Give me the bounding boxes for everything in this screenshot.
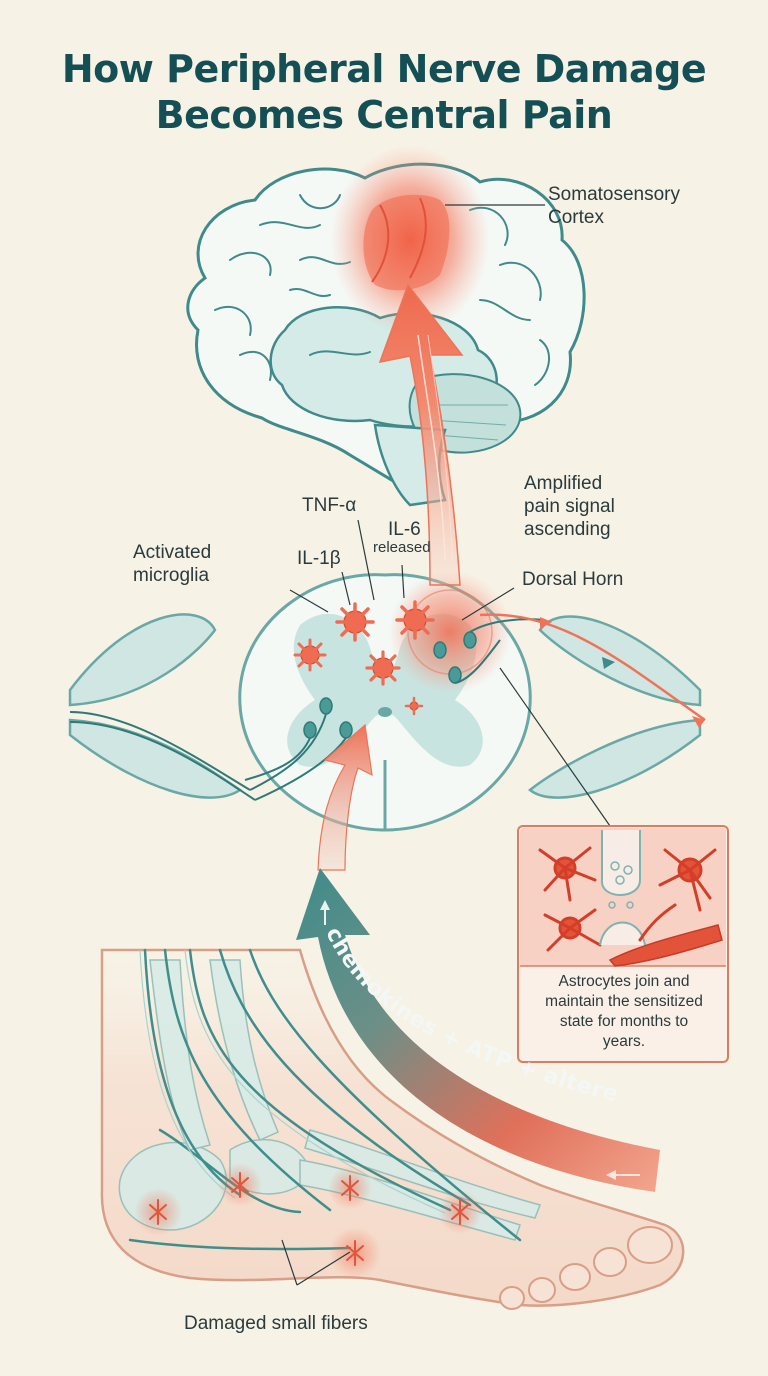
microglia-label-line-1: Activated bbox=[133, 542, 212, 563]
label-amplified-signal: Amplified pain signal ascending bbox=[524, 472, 615, 541]
label-damaged-fibers: Damaged small fibers bbox=[184, 1313, 368, 1334]
amplified-label-line-2: pain signal bbox=[524, 496, 615, 517]
caption-line-4: years. bbox=[602, 1033, 646, 1050]
ascending-arrow bbox=[378, 283, 464, 586]
microglia-cells bbox=[293, 600, 435, 716]
amplified-label-line-1: Amplified bbox=[524, 473, 603, 494]
damage-spots bbox=[134, 1163, 482, 1279]
label-dorsal-horn: Dorsal Horn bbox=[522, 569, 624, 590]
caption-line-3: state for months to bbox=[559, 1013, 689, 1030]
astrocyte-inset bbox=[517, 825, 729, 1063]
spinal-leader-lines bbox=[289, 519, 611, 827]
cortex-label-line-2: Cortex bbox=[548, 207, 604, 228]
dorsal-entry-arrow bbox=[317, 723, 373, 871]
spinal-cord bbox=[68, 570, 706, 832]
cortex-label-line-1: Somatosensory bbox=[548, 184, 681, 205]
label-tnf-alpha: TNF-α bbox=[302, 495, 357, 516]
inset-caption: Astrocytes join and maintain the sensiti… bbox=[524, 972, 724, 1052]
label-activated-microglia: Activated microglia bbox=[133, 541, 211, 587]
amplified-label-line-3: ascending bbox=[524, 519, 611, 540]
label-somatosensory-cortex: Somatosensory Cortex bbox=[548, 183, 680, 229]
label-il1b: IL-1β bbox=[297, 548, 341, 569]
foot bbox=[100, 948, 685, 1310]
label-il6: IL-6 bbox=[388, 519, 421, 540]
title-line-1: How Peripheral Nerve Damage bbox=[61, 47, 707, 91]
caption-line-1: Astrocytes join and bbox=[558, 973, 690, 990]
label-released: released bbox=[373, 539, 431, 556]
page-title: How Peripheral Nerve Damage Becomes Cent… bbox=[0, 46, 768, 138]
caption-line-2: maintain the sensitized bbox=[545, 993, 703, 1010]
title-line-2: Becomes Central Pain bbox=[155, 93, 613, 137]
brain bbox=[186, 145, 586, 507]
microglia-label-line-2: microglia bbox=[133, 565, 210, 586]
